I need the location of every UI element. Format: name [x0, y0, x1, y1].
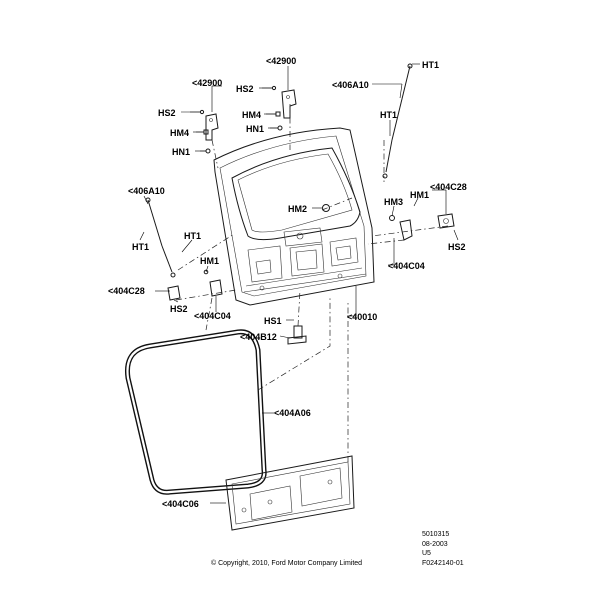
callout-hs2-left: HS2 [170, 304, 188, 314]
callout-ht1-top: HT1 [422, 60, 439, 70]
callout-42900-right: <42900 [266, 56, 296, 66]
callout-hs2-right: HS2 [448, 242, 466, 252]
callout-hm1-right: HM1 [410, 190, 429, 200]
callout-hm4-left: HM4 [170, 128, 189, 138]
callout-404b12: <404B12 [240, 332, 277, 342]
lock-actuator-right [437, 213, 455, 229]
callout-404c04-left: <404C04 [194, 311, 231, 321]
callout-hm1-left: HM1 [200, 256, 219, 266]
latch-right [389, 215, 413, 241]
drawing-code-line: 08-2003 [422, 540, 448, 548]
drawing-code-line: F0242140-01 [422, 559, 464, 567]
callout-404c28-right: <404C28 [430, 182, 467, 192]
callout-ht1-left: HT1 [132, 242, 149, 252]
callout-404c06: <404C06 [162, 499, 199, 509]
weatherstrip-seal [124, 329, 267, 495]
copyright-notice: © Copyright, 2010, Ford Motor Company Li… [211, 560, 363, 567]
callout-404a06: <404A06 [274, 408, 311, 418]
drawing-code-line: 5010315 [422, 531, 450, 538]
hinge-fasteners [190, 85, 283, 154]
callout-hs1: HS1 [264, 316, 282, 326]
callout-40010: <40010 [347, 312, 377, 322]
callout-hm2: HM2 [288, 204, 307, 214]
latch-left [203, 269, 223, 297]
callout-hn1-right: HN1 [246, 124, 264, 134]
striker [287, 325, 307, 345]
callout-404c28-left: <404C28 [108, 286, 145, 296]
alignment-lines [175, 104, 449, 462]
release-handle [322, 204, 330, 212]
callout-hs2-left-hinge: HS2 [158, 108, 176, 118]
drawing-code-line: U5 [422, 550, 431, 557]
leader-lines [139, 63, 459, 504]
gas-strut-left [145, 197, 176, 278]
callout-hm3: HM3 [384, 197, 403, 207]
gas-strut-right [382, 63, 413, 179]
callout-labels: <42900 HS2 HM4 HN1 <42900 HS2 HM4 HN1 <4… [108, 56, 467, 509]
lock-actuator-left [167, 285, 181, 301]
callout-ht1-mid: HT1 [380, 110, 397, 120]
trim-panel [225, 455, 355, 531]
callout-hm4-right: HM4 [242, 110, 261, 120]
callout-hs2-right-hinge: HS2 [236, 84, 254, 94]
liftgate-door [213, 127, 375, 306]
callout-ht1-left2: HT1 [184, 231, 201, 241]
callout-42900-left: <42900 [192, 78, 222, 88]
callout-404c04-right: <404C04 [388, 261, 425, 271]
drawing-codes: 5010315 08-2003 U5 F0242140-01 [422, 530, 464, 568]
hinge-left [205, 113, 219, 141]
callout-406a10-top: <406A10 [332, 80, 369, 90]
hinge-right [281, 89, 297, 119]
callout-hn1-left: HN1 [172, 147, 190, 157]
callout-406a10-left: <406A10 [128, 186, 165, 196]
